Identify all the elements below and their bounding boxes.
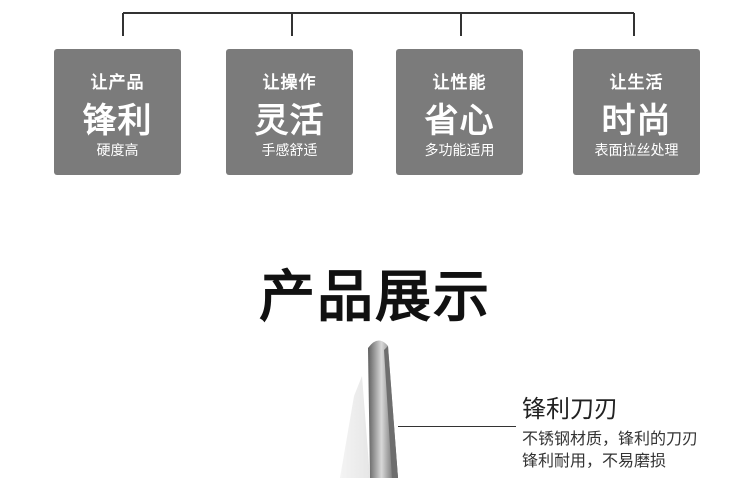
feature-card-subtitle: 手感舒适 bbox=[261, 143, 318, 159]
feature-card-worry-free: 让性能 省心 多功能适用 bbox=[396, 49, 523, 175]
feature-card-heading: 让生活 bbox=[609, 73, 664, 93]
callout-title: 锋利刀刃 bbox=[522, 395, 618, 423]
feature-card-heading: 让性能 bbox=[432, 73, 487, 93]
feature-card-sharp: 让产品 锋利 硬度高 bbox=[54, 49, 181, 175]
feature-card-subtitle: 硬度高 bbox=[96, 143, 139, 159]
callout-description-line: 锋利耐用，不易磨损 bbox=[522, 451, 667, 470]
feature-card-flexible: 让操作 灵活 手感舒适 bbox=[226, 49, 353, 175]
callout-leader-line bbox=[398, 426, 516, 427]
feature-card-heading: 让产品 bbox=[90, 73, 145, 93]
feature-card-subtitle: 表面拉丝处理 bbox=[594, 143, 679, 159]
section-title: 产品展示 bbox=[259, 265, 491, 330]
feature-card-title: 锋利 bbox=[82, 101, 153, 141]
callout-description-line: 不锈钢材质，锋利的刀刃 bbox=[522, 429, 699, 448]
feature-card-heading: 让操作 bbox=[262, 73, 317, 93]
callout-description: 不锈钢材质，锋利的刀刃 锋利耐用，不易磨损 bbox=[522, 428, 698, 472]
feature-card-subtitle: 多功能适用 bbox=[424, 143, 495, 159]
feature-card-stylish: 让生活 时尚 表面拉丝处理 bbox=[573, 49, 700, 175]
feature-card-title: 时尚 bbox=[601, 101, 672, 141]
feature-card-title: 灵活 bbox=[254, 101, 325, 141]
scissor-blade-image bbox=[340, 340, 398, 478]
feature-card-title: 省心 bbox=[424, 101, 495, 141]
feature-bracket-connector bbox=[122, 12, 635, 36]
